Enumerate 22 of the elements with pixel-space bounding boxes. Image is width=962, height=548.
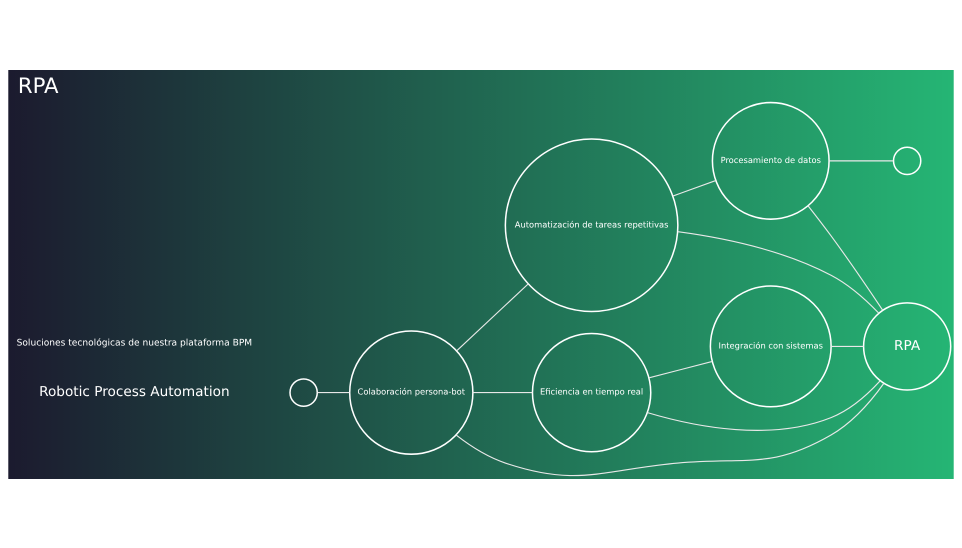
- connector: [648, 360, 712, 378]
- connector: [456, 382, 884, 476]
- node-circle: Automatización de tareas repetitivas: [504, 138, 679, 312]
- node-circle: Eficiencia en tiempo real: [532, 332, 652, 452]
- connector: [317, 392, 350, 393]
- connector: [472, 392, 532, 393]
- node-circle: [289, 378, 318, 406]
- node-circle: Integración con sistemas: [710, 284, 832, 408]
- node-circle: Procesamiento de datos: [712, 101, 830, 220]
- connector: [829, 160, 894, 161]
- node-circle: Colaboración persona-bot: [348, 330, 474, 454]
- connector: [678, 230, 880, 313]
- node-circle: RPA: [862, 302, 952, 390]
- connector: [672, 180, 716, 196]
- connector: [456, 282, 529, 351]
- diagram-title: RPA: [18, 72, 59, 98]
- connector: [831, 345, 864, 346]
- label: Soluciones tecnológicas de nuestra plataforma BPM: [16, 338, 252, 348]
- node-circle: [892, 146, 922, 175]
- connector: [808, 205, 884, 310]
- connector: [647, 380, 881, 430]
- label: Robotic Process Automation: [39, 383, 230, 400]
